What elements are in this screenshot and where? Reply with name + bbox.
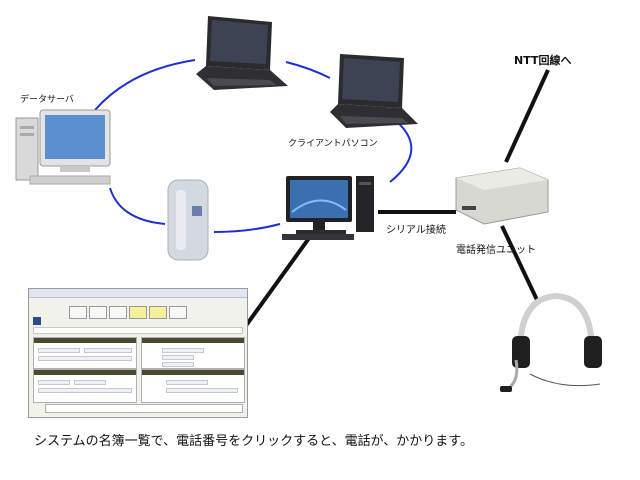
- screenshot-panel-1: [33, 337, 137, 369]
- laptop-2-icon: [330, 54, 418, 128]
- line-server-laptop1: [94, 59, 196, 111]
- label-phone-unit: 電話発信ユニット: [456, 245, 536, 256]
- line-router-server: [109, 187, 166, 225]
- directory-screenshot: [28, 288, 248, 418]
- caption: システムの名簿一覧で、電話番号をクリックすると、電話が、かかります。: [34, 434, 474, 449]
- router-icon: [167, 179, 209, 261]
- label-data-server: データサーバ: [20, 95, 74, 105]
- line-laptop2-desktop: [389, 119, 413, 183]
- data-server-icon: [15, 109, 111, 185]
- screenshot-panel-2: [141, 337, 245, 369]
- line-ntt: [504, 69, 550, 163]
- screenshot-toolbar: [69, 306, 187, 319]
- screenshot-search-row: [33, 327, 243, 334]
- phone-unit-icon: [455, 167, 549, 225]
- line-laptop1-laptop2: [285, 61, 331, 79]
- line-desktop-router: [213, 223, 281, 233]
- screenshot-panel-3: [33, 369, 137, 403]
- screenshot-titlebar: [29, 289, 247, 298]
- screenshot-panel-4: [141, 369, 245, 403]
- headset-icon: [500, 292, 602, 392]
- laptop-1-icon: [196, 16, 288, 90]
- label-ntt: NTT回線へ: [514, 54, 572, 67]
- screenshot-footer: [45, 404, 243, 413]
- screenshot-blue-square: [33, 317, 41, 325]
- network-lines: [94, 59, 413, 233]
- desktop-pc-icon: [282, 176, 374, 240]
- label-client-pc: クライアントパソコン: [288, 139, 378, 149]
- line-headset: [500, 225, 540, 303]
- label-serial: シリアル接続: [386, 225, 446, 236]
